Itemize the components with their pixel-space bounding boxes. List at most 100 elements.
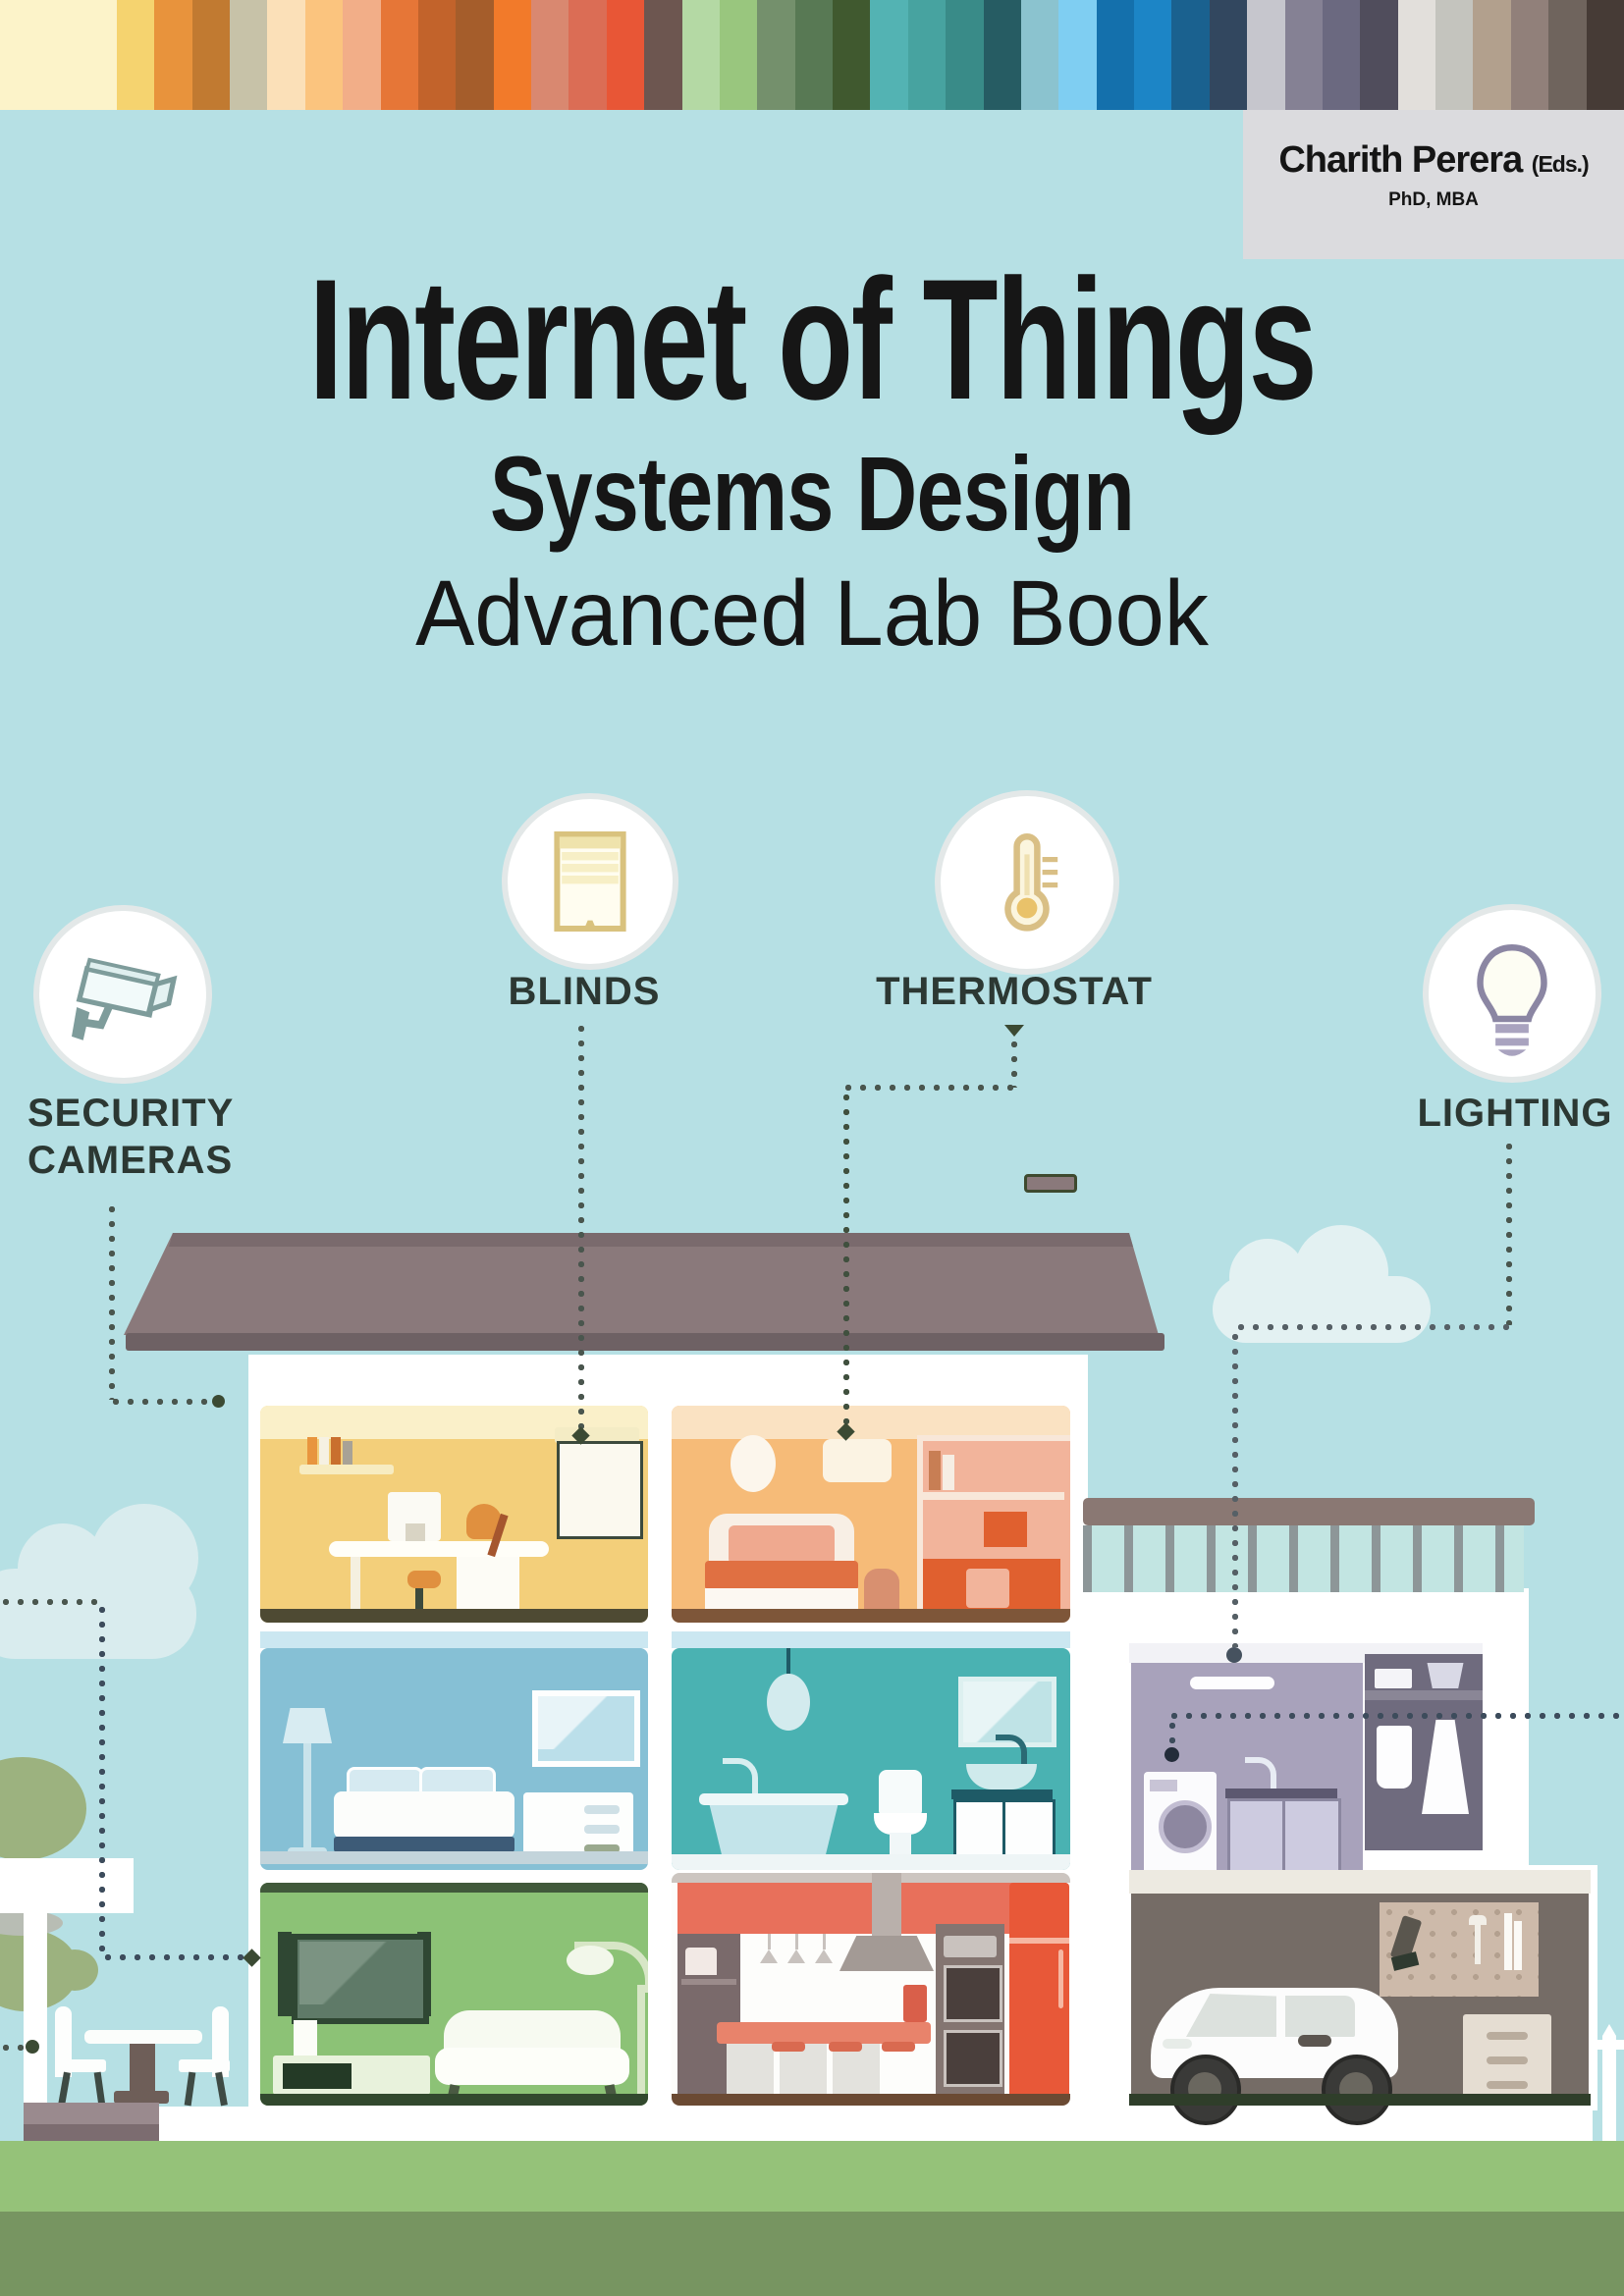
book	[319, 1437, 329, 1465]
pendant-cone	[760, 1949, 778, 1963]
deck-base	[24, 2124, 159, 2141]
balcony-rail	[1083, 1498, 1535, 1525]
fence-post	[1602, 2024, 1616, 2142]
stripe	[0, 0, 117, 110]
connector-lighting2-v	[1168, 1720, 1176, 1749]
roof-eave	[126, 1333, 1164, 1351]
stripe	[1020, 0, 1059, 110]
security-camera-badge	[33, 905, 212, 1084]
stripe	[946, 0, 984, 110]
screwdriver	[1475, 1925, 1481, 1964]
connector-security2-v	[98, 1604, 106, 1955]
book	[343, 1441, 352, 1465]
cabinet-handle	[1487, 2032, 1528, 2040]
oven-panel	[944, 1936, 997, 1957]
author-degrees: PhD, MBA	[1388, 189, 1479, 210]
connector-lighting2-end	[1164, 1747, 1179, 1762]
console-vase	[294, 2020, 317, 2056]
wall-light	[823, 1439, 892, 1482]
connector-lighting-v1	[1505, 1141, 1513, 1325]
stripe	[116, 0, 155, 110]
drawer-handle	[584, 1805, 620, 1814]
page-subtitle: Systems Design	[489, 434, 1135, 553]
stripe	[1548, 0, 1587, 110]
stool-seat	[772, 2042, 805, 2052]
tv-shelf-left	[278, 1932, 292, 2016]
drawer-handle	[584, 1825, 620, 1834]
bed-base	[334, 1837, 514, 1852]
sofa-seat	[435, 2048, 629, 2085]
connector-security-v	[108, 1203, 116, 1400]
room-kitchen	[672, 1873, 1070, 2106]
author-name-text: Charith Perera	[1278, 139, 1523, 181]
grass-light	[0, 2141, 1624, 2212]
bookshelf-shelf	[919, 1492, 1064, 1500]
cabinet-handle	[1487, 2056, 1528, 2064]
stripe	[1397, 0, 1436, 110]
stripe	[568, 0, 607, 110]
vanity-top	[951, 1789, 1053, 1799]
thermostat-badge	[935, 790, 1119, 975]
toilet-tank	[879, 1770, 922, 1815]
bed-duvet	[334, 1791, 514, 1839]
bedroom-floor	[260, 1851, 648, 1864]
wrench	[1514, 1921, 1522, 1970]
label-security: SECURITY	[27, 1092, 235, 1135]
roof-vent	[1024, 1174, 1077, 1193]
author-eds: (Eds.)	[1531, 151, 1590, 177]
roof-ridge	[169, 1233, 1133, 1247]
kids-ceiling	[672, 1406, 1070, 1439]
connector-thermostat-h	[842, 1084, 1017, 1092]
room-garage	[1129, 1870, 1593, 2125]
vanity-door	[1002, 1799, 1056, 1860]
pendant-cone	[815, 1949, 833, 1963]
floor-lamp-shade	[283, 1708, 332, 1743]
arc-lamp-shade	[567, 1946, 614, 1975]
arc-lamp-arm	[574, 1942, 648, 1993]
lighting-badge	[1423, 904, 1601, 1083]
chair-seat	[55, 2059, 106, 2072]
cabinet-handle	[1487, 2081, 1528, 2089]
range-hood	[839, 1936, 934, 1971]
connector-stub-h	[0, 2044, 29, 2052]
monitor-stand	[406, 1523, 425, 1541]
security-camera-icon	[72, 957, 178, 1041]
shelf-book	[929, 1451, 941, 1490]
living-floor	[260, 2094, 648, 2106]
screwdriver-head	[1469, 1915, 1487, 1925]
oven-lower	[944, 2030, 1002, 2087]
bathtub	[709, 1805, 839, 1862]
sink-top	[1225, 1789, 1337, 1798]
balcony-balusters	[1083, 1525, 1535, 1592]
wall-art-glass	[538, 1696, 623, 1749]
teddy-bear	[864, 1569, 899, 1616]
room-living	[260, 1883, 648, 2106]
island-base	[780, 2044, 827, 2101]
stripe	[644, 0, 682, 110]
arc-lamp-pole	[637, 1985, 645, 2095]
stripe	[681, 0, 720, 110]
pergola-post	[24, 1913, 47, 2109]
car-window	[1284, 1996, 1355, 2037]
stripe	[267, 0, 305, 110]
stripe	[833, 0, 871, 110]
stripe	[380, 0, 418, 110]
connector-thermostat-arrow	[1004, 1025, 1024, 1037]
room-bedroom	[260, 1648, 648, 1870]
stripe	[1284, 0, 1323, 110]
stripe	[1096, 0, 1135, 110]
wrench	[1504, 1913, 1512, 1970]
stripe	[907, 0, 947, 110]
kitchen-trim	[672, 1873, 1070, 1883]
stripe	[1510, 0, 1549, 110]
stripe	[456, 0, 494, 110]
room-office	[260, 1406, 648, 1623]
cloud-right-bump	[1229, 1239, 1306, 1315]
stripe	[870, 0, 908, 110]
connector-security2-h2	[102, 1953, 247, 1961]
connector-thermostat-v2	[842, 1092, 850, 1427]
room-laundry	[1129, 1643, 1483, 1889]
towel-stack	[1375, 1669, 1412, 1688]
hanging-shirt	[1377, 1726, 1412, 1789]
book	[331, 1437, 341, 1465]
